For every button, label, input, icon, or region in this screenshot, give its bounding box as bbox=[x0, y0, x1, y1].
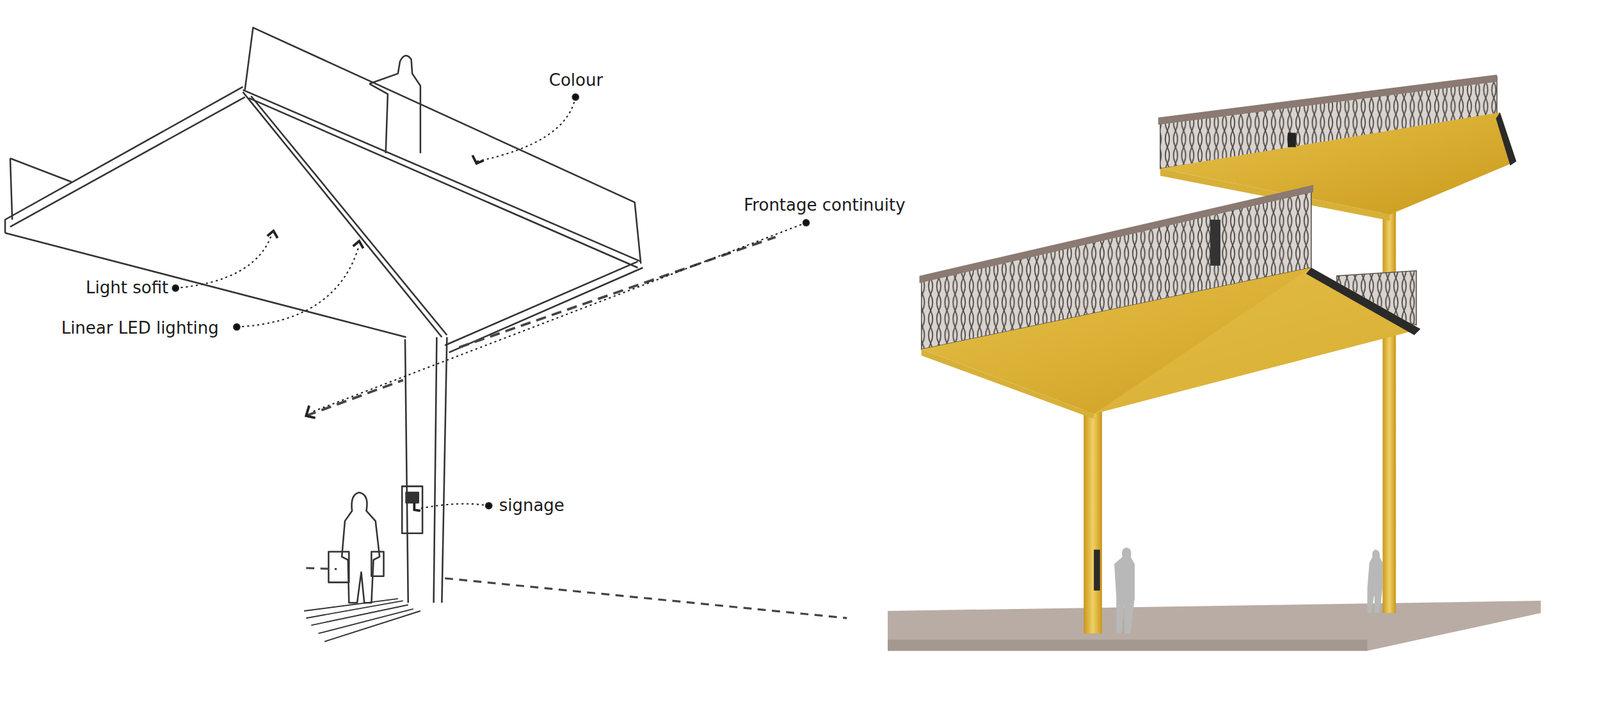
soffit-callout: Light sofit bbox=[83, 277, 171, 298]
frontage-callout: Frontage continuity bbox=[741, 195, 907, 216]
lighting-callout: Linear LED lighting bbox=[59, 318, 221, 338]
leader-lines bbox=[172, 94, 809, 511]
canopy-render bbox=[887, 74, 1541, 651]
canopy-sketch bbox=[5, 27, 643, 642]
frontage-line bbox=[305, 236, 847, 618]
colour-callout: Colour bbox=[547, 70, 605, 91]
signage-callout: signage bbox=[497, 495, 567, 516]
